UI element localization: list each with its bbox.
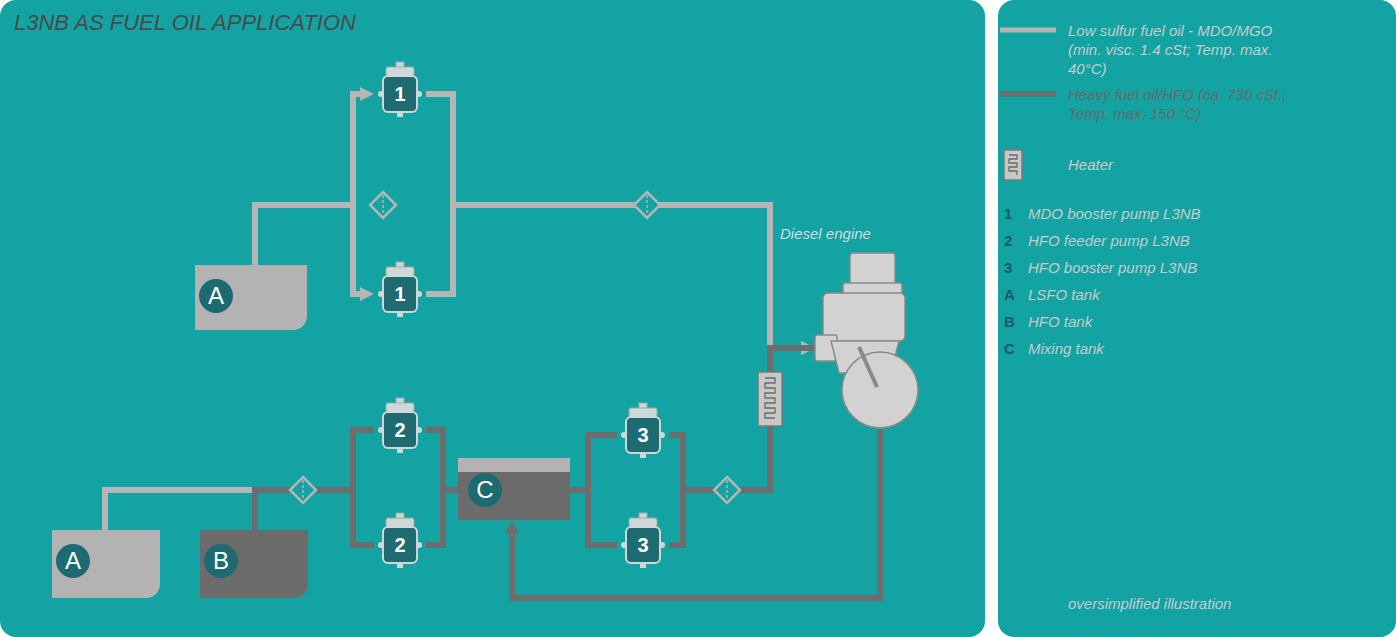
callout-number: 3: [617, 418, 669, 452]
legend-line-sample: [1000, 28, 1056, 33]
tank-letter: A: [199, 279, 233, 313]
tank-node: A: [52, 530, 160, 598]
callout-number: 1: [374, 77, 426, 111]
callout-number: 1: [1004, 205, 1012, 222]
tank-node: A: [195, 265, 307, 330]
pipe-connector: [426, 205, 815, 355]
pump-node: 3: [617, 403, 669, 459]
callout-number: A: [1004, 286, 1015, 303]
engine-node: Diesel engine: [815, 225, 910, 430]
callout-number: 3: [617, 528, 669, 562]
diagram-panel: [0, 0, 985, 637]
filter-symbol: [634, 192, 660, 218]
pipe-connector: [255, 87, 374, 265]
key-description: HFO booster pump L3NB: [1028, 259, 1197, 278]
callout-number: 2: [1004, 232, 1012, 249]
pipe-connector: [426, 94, 815, 355]
pump-node: 3: [617, 513, 669, 569]
pipe-connector: [426, 490, 458, 545]
legend-heater-icon: [1004, 150, 1022, 180]
tank-letter: B: [204, 544, 238, 578]
callout-number: B: [1004, 313, 1015, 330]
arrow-head: [360, 87, 374, 101]
filter-symbol: [714, 477, 740, 503]
node-heading: Diesel engine: [780, 225, 871, 242]
arrow-head: [360, 287, 374, 301]
callout-number: 2: [374, 413, 426, 447]
heater-symbol: [758, 372, 782, 426]
pipe-connector: [105, 430, 374, 530]
key-description: Mixing tank: [1028, 340, 1104, 359]
tank-node: B: [200, 530, 308, 598]
engine-icon: [815, 225, 910, 430]
pump-node: 1: [374, 262, 426, 318]
key-description: HFO feeder pump L3NB: [1028, 232, 1190, 251]
legend-line-sample: [1000, 92, 1056, 97]
pipe-connector: [570, 490, 617, 545]
key-description: LSFO tank: [1028, 286, 1100, 305]
key-description: MDO booster pump L3NB: [1028, 205, 1201, 224]
arrow-head: [505, 520, 519, 534]
callout-number: 2: [374, 528, 426, 562]
pump-node: 2: [374, 513, 426, 569]
pipe-connector: [669, 348, 815, 490]
tank-letter: C: [468, 473, 502, 507]
callout-number: 3: [1004, 259, 1012, 276]
pipe-connector: [255, 430, 374, 530]
tank-node: C: [458, 458, 570, 520]
pipe-connector: [669, 348, 815, 545]
legend-text: Low sulfur fuel oil - MDO/MGO (min. visc…: [1068, 22, 1300, 78]
pipe-connector: [570, 435, 617, 490]
legend-panel: [998, 0, 1396, 637]
filter-symbol: [290, 477, 316, 503]
pipe-connector: [426, 430, 458, 490]
key-description: HFO tank: [1028, 313, 1092, 332]
tank-letter: A: [56, 544, 90, 578]
filter-symbol: [370, 192, 396, 218]
footnote: oversimplified illustration: [1068, 595, 1231, 614]
pump-node: 2: [374, 398, 426, 454]
legend-text: Heavy fuel oil/HFO (ca. 730 cSt.; Temp. …: [1068, 86, 1300, 124]
diagram-title: L3NB AS FUEL OIL APPLICATION: [14, 10, 356, 36]
legend-text: Heater: [1068, 156, 1300, 175]
callout-number: C: [1004, 340, 1015, 357]
pump-node: 1: [374, 62, 426, 118]
callout-number: 1: [374, 277, 426, 311]
